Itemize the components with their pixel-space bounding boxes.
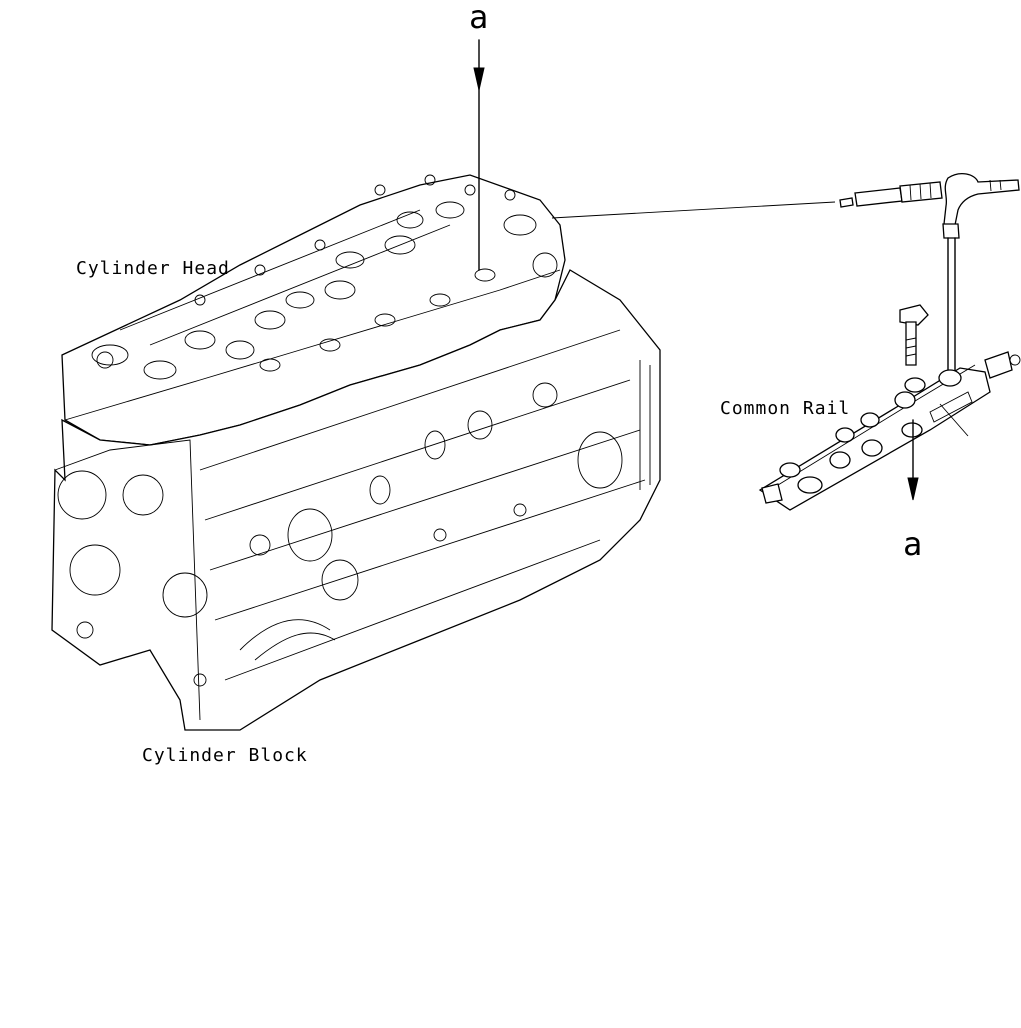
rail-bolt-shank [905,321,917,366]
pipe-elbow [943,172,1020,226]
rail-port [894,391,916,409]
head-bosses [91,174,558,380]
rail-mount-washer [901,422,923,438]
injector-pipe [854,187,903,207]
rail-port [861,439,883,457]
pressure-sensor [984,351,1013,379]
cylinder-block [51,269,661,731]
rail-bolt-head [899,304,929,326]
rail-port [860,412,880,428]
fuel-line-assembly [551,172,1020,371]
rail-port [797,476,823,494]
pipe-sleeve [942,223,960,239]
common-rail-body [758,367,991,511]
engine-assembly [51,174,661,731]
label-common-rail: Common Rail [720,398,850,419]
common-rail-assembly [758,304,1021,511]
rail-port [779,462,801,478]
callout-leader [939,403,969,437]
ref-arrow-bottom [907,419,919,501]
ref-arrow-top [473,39,485,271]
rail-port [835,427,855,443]
rail-end-plug [761,483,783,504]
rail-port [904,377,926,393]
ref-label-bottom: a [903,525,922,563]
ref-label-top: a [469,0,488,36]
rail-port [938,369,962,387]
label-cylinder-block: Cylinder Block [142,745,308,766]
seal-ring [839,197,854,208]
rail-port [829,451,851,469]
label-cylinder-head: Cylinder Head [76,258,230,279]
leader-line-head [551,201,836,219]
